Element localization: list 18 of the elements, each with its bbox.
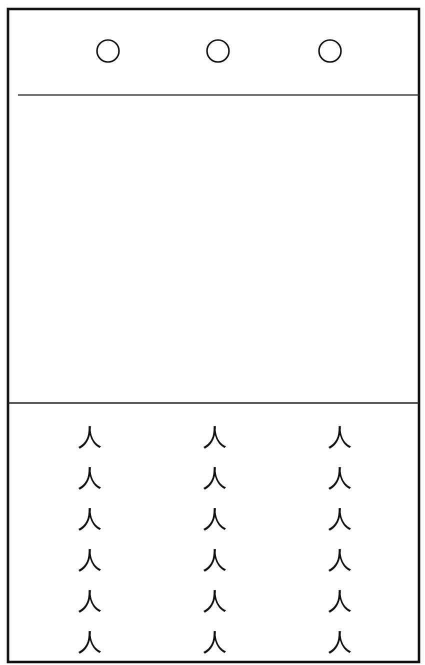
character-label: 人 [202,507,228,531]
character-label: 人 [202,466,228,490]
character-label: 人 [327,589,353,613]
character-label: 人 [327,548,353,572]
character-label: 人 [327,425,353,449]
character-label: 人 [77,589,103,613]
character-label: 人 [327,507,353,531]
character-label: 人 [202,548,228,572]
character-label: 人 [202,425,228,449]
character-label: 人 [327,630,353,654]
character-label: 人 [77,425,103,449]
character-label: 人 [77,548,103,572]
character-label: 人 [202,630,228,654]
character-label: 人 [202,589,228,613]
character-label: 人 [77,507,103,531]
character-label: 人 [77,466,103,490]
character-label: 人 [77,630,103,654]
character-label: 人 [327,466,353,490]
